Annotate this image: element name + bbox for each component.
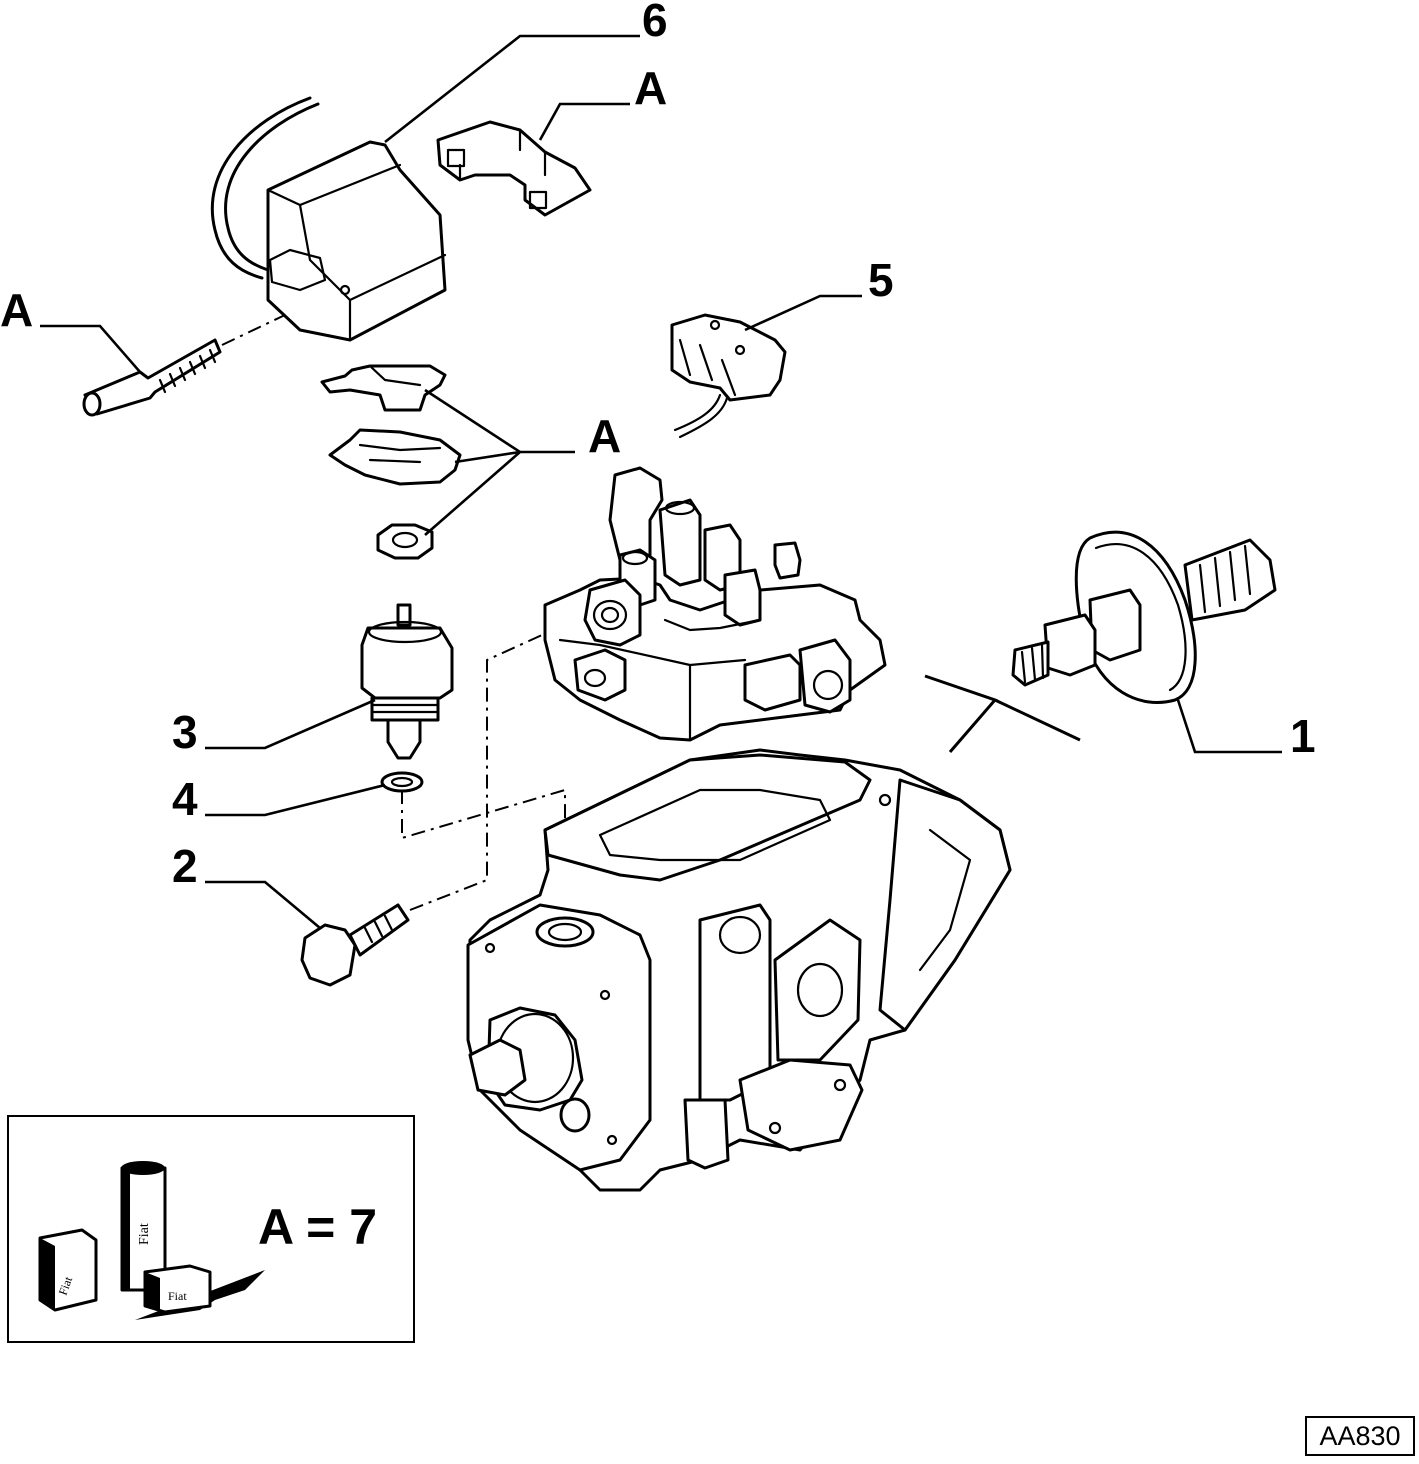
sealant-icon: Fiat Fiat Fiat bbox=[38, 1161, 265, 1320]
box-brand-text-2: Fiat bbox=[168, 1289, 187, 1303]
micro-switch-part-5 bbox=[670, 313, 787, 439]
leader-lines bbox=[40, 34, 1282, 929]
axis-line-bolt bbox=[409, 619, 576, 911]
axis-line-valve bbox=[401, 788, 566, 900]
bolt-part-2 bbox=[300, 903, 410, 987]
callout-a-top: A bbox=[634, 62, 667, 114]
valve-part-3 bbox=[360, 603, 454, 760]
callout-6: 6 bbox=[642, 0, 668, 46]
callout-3: 3 bbox=[172, 706, 198, 758]
callout-4: 4 bbox=[172, 773, 198, 825]
break-symbol bbox=[924, 674, 1081, 753]
bracket-group-a-top bbox=[436, 120, 592, 217]
threaded-pin-group-a-left bbox=[82, 314, 286, 417]
plates-and-nut-group-a-mid bbox=[320, 364, 462, 560]
tube-brand-text: Fiat bbox=[137, 1223, 152, 1245]
diaphragm-part-1 bbox=[1011, 530, 1277, 704]
callout-a-left: A bbox=[0, 284, 33, 336]
washer-part-4 bbox=[380, 771, 424, 793]
injection-pump-body bbox=[466, 748, 1012, 1192]
callout-a-mid: A bbox=[588, 410, 621, 462]
reference-code: AA830 bbox=[1305, 1416, 1415, 1456]
solenoid-coil-part-6 bbox=[210, 96, 447, 342]
callout-1: 1 bbox=[1290, 710, 1316, 762]
box-brand-text: Fiat bbox=[56, 1274, 76, 1297]
pump-cover-housing bbox=[543, 466, 887, 742]
callout-2: 2 bbox=[172, 840, 198, 892]
legend-equation: A = 7 bbox=[258, 1199, 378, 1255]
legend-box bbox=[7, 1115, 415, 1343]
callout-5: 5 bbox=[868, 254, 894, 306]
